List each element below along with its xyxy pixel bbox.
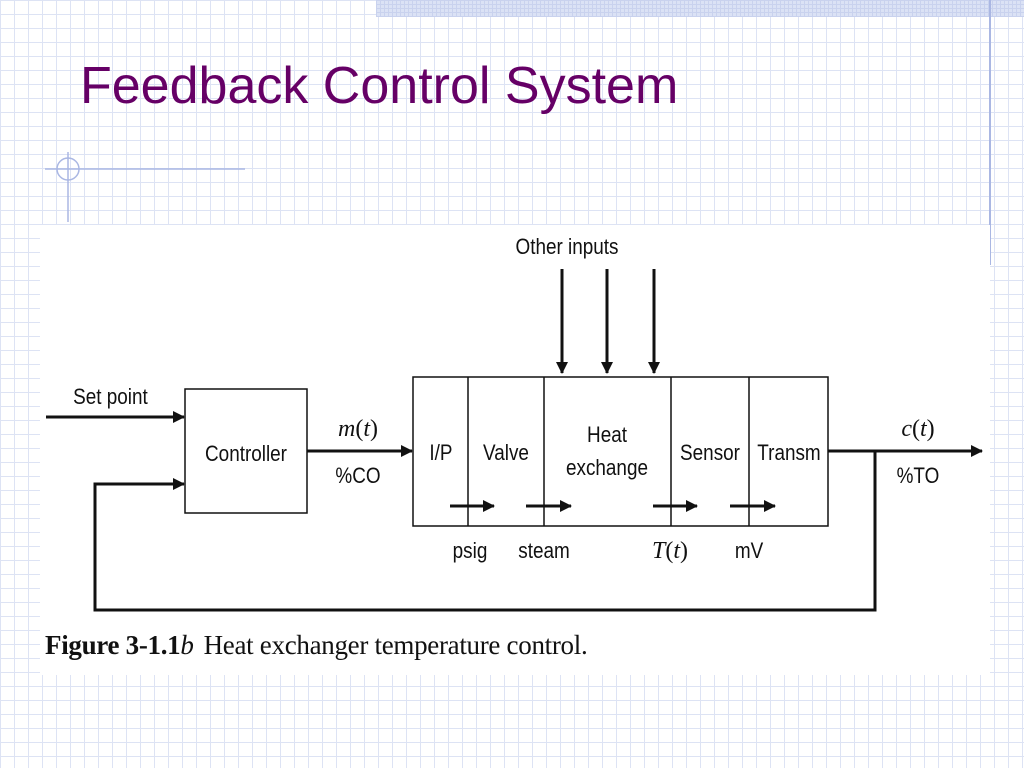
- title-ornament-icon: [45, 152, 245, 222]
- controller-label: Controller: [205, 442, 287, 467]
- set-point-label: Set point: [73, 385, 148, 410]
- process-block-group: [412, 376, 829, 527]
- valve-label: Valve: [483, 441, 529, 466]
- feedback-loop-line: [93, 451, 877, 612]
- psig-label: psig: [453, 539, 488, 564]
- temperature-signal-label: T(t): [652, 538, 688, 564]
- transmitter-label: Transm: [757, 441, 820, 466]
- figure-caption: Figure 3-1.1b Heat exchanger temperature …: [45, 630, 588, 670]
- header-pattern-band: [376, 0, 1024, 17]
- header-accent-rule: [989, 0, 991, 265]
- sensor-label: Sensor: [680, 441, 740, 466]
- process-output-units: %TO: [897, 464, 940, 489]
- controller-output-units: %CO: [335, 464, 380, 489]
- caption-figure-number: Figure 3-1.1: [45, 630, 181, 660]
- caption-figure-letter: b: [180, 630, 194, 660]
- controller-output-signal-label: m(t): [338, 416, 378, 442]
- caption-text: Heat exchanger temperature control.: [203, 630, 588, 660]
- steam-label: steam: [518, 539, 569, 564]
- process-output-signal-label: c(t): [901, 416, 934, 442]
- ip-transducer-label: I/P: [429, 441, 452, 466]
- other-inputs-label: Other inputs: [516, 235, 619, 260]
- block-diagram: Other inputs Set point Controller m(t) %…: [40, 225, 990, 675]
- heat-exchange-label-line1: Heat: [587, 423, 627, 448]
- heat-exchange-label-line2: exchange: [566, 456, 648, 481]
- slide-title: Feedback Control System: [80, 57, 679, 115]
- mv-label: mV: [735, 539, 764, 564]
